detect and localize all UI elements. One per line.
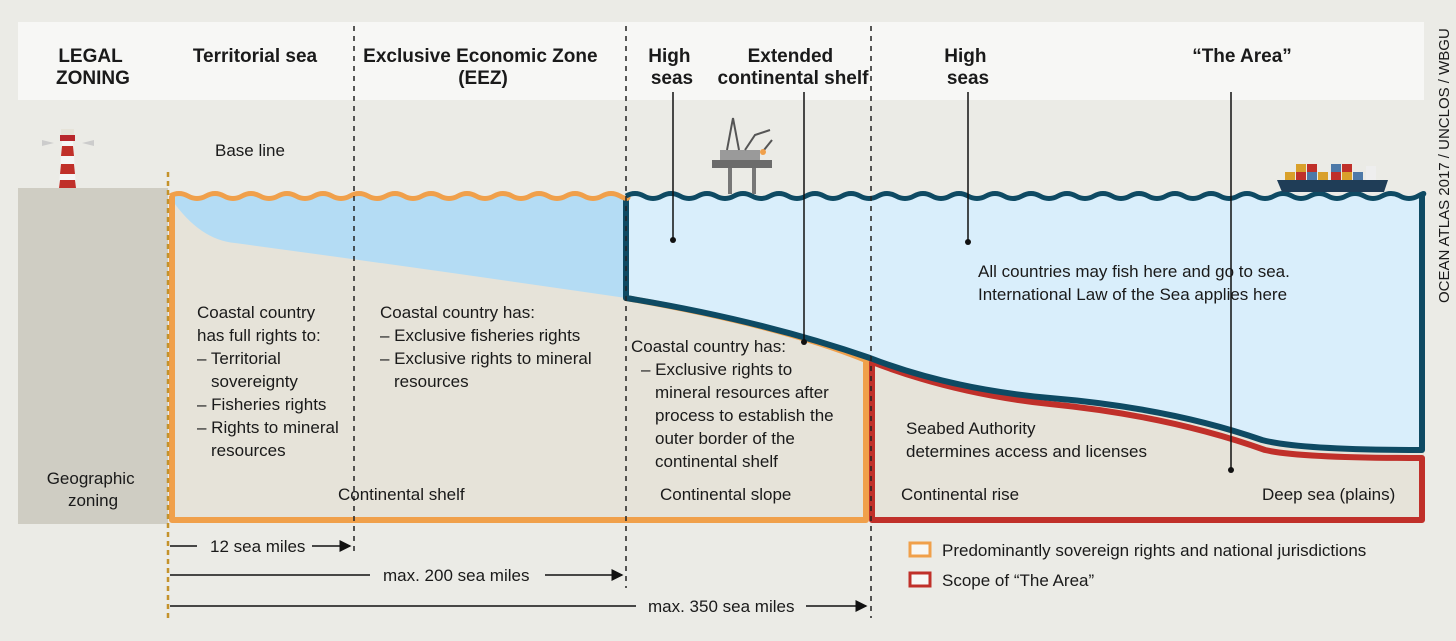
base-line-label: Base line xyxy=(215,141,285,160)
high-seas-text: All countries may fish here and go to se… xyxy=(978,262,1295,304)
distance-12nm: 12 sea miles xyxy=(210,537,305,556)
header-high-seas-1: High seas xyxy=(648,46,696,89)
geographic-zoning-label: Geographic zoning xyxy=(47,469,140,510)
label-continental-rise: Continental rise xyxy=(901,485,1019,504)
header-the-area: “The Area” xyxy=(1192,46,1292,67)
legend-swatch-area xyxy=(908,571,932,588)
sea-outline xyxy=(623,196,1425,453)
label-continental-shelf: Continental shelf xyxy=(338,485,465,504)
distance-350nm: max. 350 sea miles xyxy=(648,597,794,616)
sea-surface-high xyxy=(624,191,1427,201)
area-outline xyxy=(869,359,1425,523)
legend-swatch-sovereign xyxy=(908,541,932,558)
label-deep-sea: Deep sea (plains) xyxy=(1262,485,1395,504)
extended-shelf-rights-text: Coastal country has: – Exclusive rights … xyxy=(631,337,838,471)
territorial-rights-text: Coastal country has full rights to: – Te… xyxy=(197,303,343,460)
credit-line: OCEAN ATLAS 2017 / UNCLOS / WBGU xyxy=(1436,28,1453,303)
header-high-seas-2: High seas xyxy=(944,46,992,89)
shallow-water xyxy=(172,196,626,298)
legend-sovereign: Predominantly sovereign rights and natio… xyxy=(942,541,1366,560)
legend-area: Scope of “The Area” xyxy=(942,571,1094,590)
header-band xyxy=(18,22,1424,100)
land-block xyxy=(18,188,168,524)
container-ship-icon xyxy=(1277,164,1388,192)
eez-rights-text: Coastal country has: – Exclusive fisheri… xyxy=(380,303,596,391)
pointer-dot-2 xyxy=(801,339,807,345)
pointer-dot-3 xyxy=(965,239,971,245)
oil-rig-icon xyxy=(712,117,773,194)
sea-surface-eez xyxy=(168,191,631,201)
header-territorial-sea: Territorial sea xyxy=(193,46,318,67)
header-legal-zoning: LEGAL ZONING xyxy=(56,46,130,89)
distance-200nm: max. 200 sea miles xyxy=(383,566,529,585)
pointer-dot-1 xyxy=(670,237,676,243)
lighthouse-icon xyxy=(42,129,94,188)
deep-water xyxy=(626,196,1422,450)
header-extended-shelf: Extended continental shelf xyxy=(718,46,870,89)
label-continental-slope: Continental slope xyxy=(660,485,791,504)
seabed-authority-text: Seabed Authority determines access and l… xyxy=(906,419,1147,461)
pointer-dot-4 xyxy=(1228,467,1234,473)
header-eez: Exclusive Economic Zone (EEZ) xyxy=(363,46,603,89)
